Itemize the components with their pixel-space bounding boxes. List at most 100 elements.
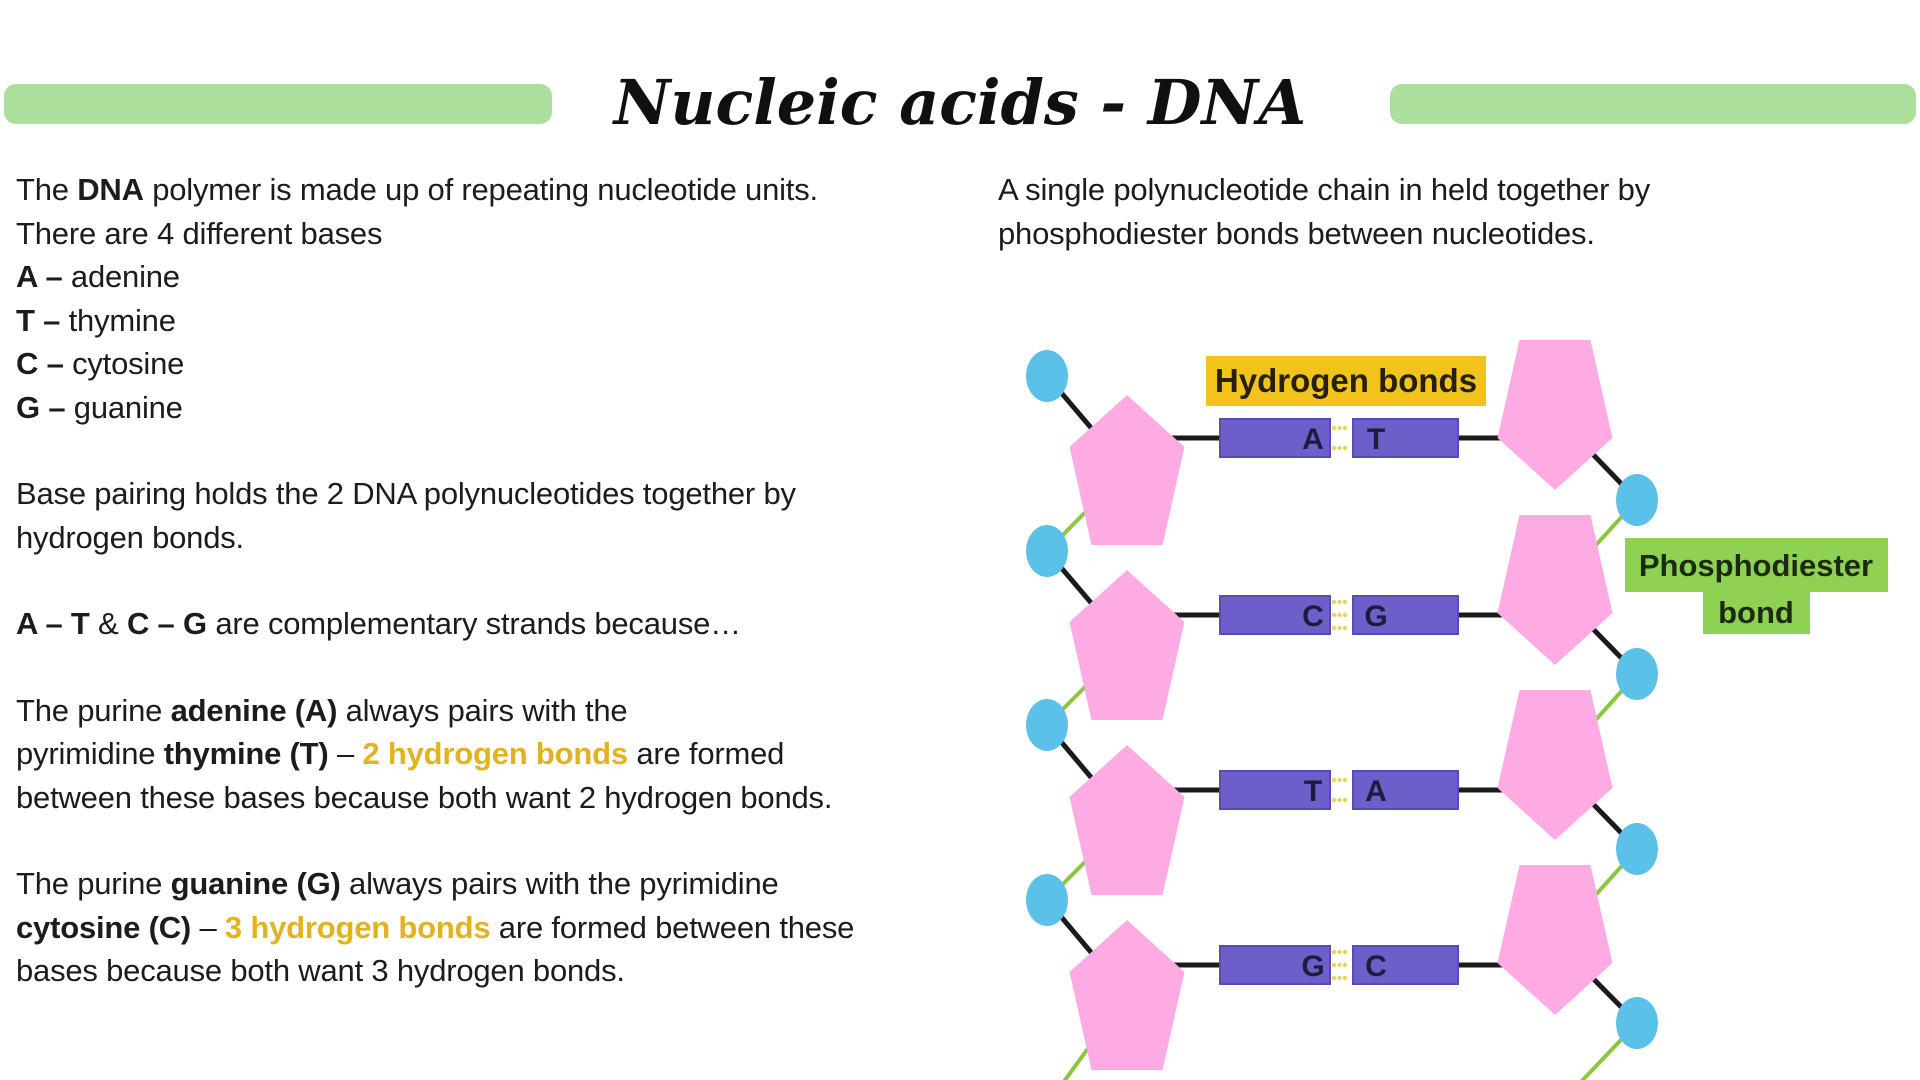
hydrogen-bond-dot xyxy=(1337,797,1342,803)
phosphodiester-bond-label: Phosphodiester bond xyxy=(1625,538,1888,634)
text-line: A – T & C – G are complementary strands … xyxy=(16,602,854,646)
text-line: C – cytosine xyxy=(16,342,854,386)
text-segment: pyrimidine xyxy=(16,736,164,771)
base-letter: C xyxy=(1302,600,1324,633)
hydrogen-bond-dots xyxy=(1331,777,1348,803)
right-text-column: A single polynucleotide chain in held to… xyxy=(998,168,1650,255)
paragraph-dna-polymer: The DNA polymer is made up of repeating … xyxy=(16,168,854,429)
text-segment: The purine xyxy=(16,866,171,901)
bold-text: guanine (G) xyxy=(170,866,341,901)
hydrogen-bond-dots xyxy=(1331,599,1348,631)
text-segment: There are 4 different bases xyxy=(16,215,383,251)
bold-text: DNA xyxy=(77,172,144,207)
base-letter: G xyxy=(1301,950,1324,983)
base-letter: A xyxy=(1302,423,1324,456)
sugar-pentagon xyxy=(1497,865,1613,1015)
bold-text: G – xyxy=(16,389,74,425)
right-strand xyxy=(1497,340,1658,1049)
base-bar-left xyxy=(1219,945,1331,985)
text-segment: bases because both want 3 hydrogen bonds… xyxy=(16,953,625,988)
highlighted-text: 3 hydrogen bonds xyxy=(224,909,491,945)
hydrogen-bond-dot xyxy=(1337,975,1342,981)
sugar-pentagon xyxy=(1069,920,1185,1070)
hydrogen-bond-dots xyxy=(1331,425,1348,451)
sugar-pentagon xyxy=(1497,690,1613,840)
text-segment: are complementary strands because… xyxy=(206,606,741,641)
text-line: A single polynucleotide chain in held to… xyxy=(998,168,1650,212)
text-line: cytosine (C) – 3 hydrogen bonds are form… xyxy=(16,906,854,950)
sugar-pentagon xyxy=(1497,340,1613,490)
base-bar-right xyxy=(1352,595,1459,635)
text-segment: between these bases because both want 2 … xyxy=(16,779,833,815)
hydrogen-bonds-label: Hydrogen bonds xyxy=(1206,356,1486,406)
hydrogen-bond-dots xyxy=(1331,949,1348,981)
text-segment: are formed xyxy=(627,736,785,771)
text-segment: polymer is made up of repeating nucleoti… xyxy=(143,172,818,207)
hydrogen-bond-dot xyxy=(1342,612,1348,618)
phosphate-circle xyxy=(1026,874,1068,926)
base-bar-right xyxy=(1352,770,1459,810)
text-segment: Base pairing holds the 2 DNA polynucleot… xyxy=(16,476,796,511)
hydrogen-bond-dot xyxy=(1337,949,1342,955)
text-line: The purine guanine (G) always pairs with… xyxy=(16,862,854,906)
bold-text: thymine (T) xyxy=(163,736,329,771)
sugar-pentagon xyxy=(1497,515,1613,665)
text-segment: guanine xyxy=(73,389,183,425)
paragraph-polynucleotide-chain: A single polynucleotide chain in held to… xyxy=(998,168,1650,255)
base-letter: A xyxy=(1365,775,1387,808)
hydrogen-bond-dot xyxy=(1331,975,1337,981)
text-line: There are 4 different bases xyxy=(16,212,854,256)
bold-text: A – T xyxy=(16,606,90,641)
phosphate-circle xyxy=(1616,997,1658,1049)
bold-text: C – xyxy=(16,346,73,381)
hydrogen-bond-dot xyxy=(1337,599,1342,605)
hydrogen-bond-dot xyxy=(1331,612,1337,618)
text-segment: – xyxy=(191,909,225,945)
text-line: hydrogen bonds. xyxy=(16,516,854,560)
hydrogen-bond-dot xyxy=(1337,962,1342,968)
hydrogen-bond-dot xyxy=(1331,599,1337,605)
hydrogen-bond-dot xyxy=(1337,777,1342,783)
phosphate-circle xyxy=(1026,699,1068,751)
hydrogen-bond-dot xyxy=(1337,445,1342,451)
base-letter: C xyxy=(1365,950,1387,983)
base-bar-right xyxy=(1352,418,1459,458)
base-letter: G xyxy=(1364,600,1387,633)
hydrogen-bond-dot xyxy=(1342,975,1348,981)
base-bar-left xyxy=(1219,418,1331,458)
base-bar-right xyxy=(1352,945,1459,985)
text-line: pyrimidine thymine (T) – 2 hydrogen bond… xyxy=(16,732,854,776)
text-line: G – guanine xyxy=(16,386,854,430)
hydrogen-bond-dot xyxy=(1342,777,1348,783)
text-segment: are formed between these xyxy=(490,909,855,945)
text-segment: – xyxy=(328,736,363,771)
paragraph-complementary: A – T & C – G are complementary strands … xyxy=(16,602,854,646)
base-pair-rung: C G xyxy=(1170,595,1508,635)
sugar-pentagon xyxy=(1069,745,1185,895)
text-line: The purine adenine (A) always pairs with… xyxy=(16,689,854,733)
text-line: bases because both want 3 hydrogen bonds… xyxy=(16,949,854,993)
text-segment: hydrogen bonds. xyxy=(16,519,244,555)
base-letter: T xyxy=(1367,423,1385,456)
hydrogen-bond-dot xyxy=(1331,445,1337,451)
text-segment: cytosine xyxy=(72,346,185,381)
phosphodiester-label-bg2 xyxy=(1703,586,1810,634)
hydrogen-bonds-label-bg xyxy=(1206,356,1486,406)
text-segment: & xyxy=(89,606,127,641)
hydrogen-bonds-label-text: Hydrogen bonds xyxy=(1215,362,1477,399)
hydrogen-bond-dot xyxy=(1342,425,1348,431)
hydrogen-bond-dot xyxy=(1342,797,1348,803)
hydrogen-bond-dot xyxy=(1337,612,1342,618)
phosphodiester-label-text-line2: bond xyxy=(1718,595,1794,630)
hydrogen-bond-dot xyxy=(1331,949,1337,955)
phosphate-circle xyxy=(1026,525,1068,577)
title-accent-bar-left xyxy=(4,84,552,124)
bold-text: adenine (A) xyxy=(170,692,338,728)
text-segment: The xyxy=(16,172,78,207)
phosphate-circle xyxy=(1616,823,1658,875)
paragraph-base-pairing: Base pairing holds the 2 DNA polynucleot… xyxy=(16,472,854,559)
left-strand xyxy=(1026,350,1185,1070)
base-bar-left xyxy=(1219,595,1331,635)
hydrogen-bond-dot xyxy=(1337,425,1342,431)
paragraph-adenine-thymine: The purine adenine (A) always pairs with… xyxy=(16,689,854,820)
